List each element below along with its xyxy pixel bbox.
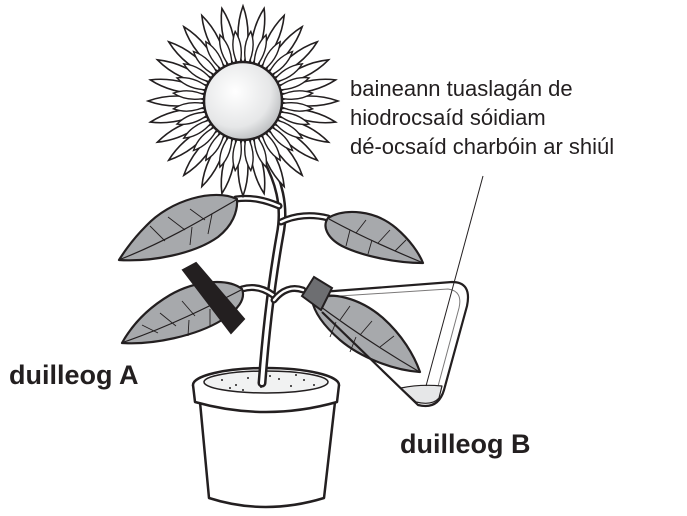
annotation-line-1: baineann tuaslagán de <box>350 74 614 103</box>
flower-centre <box>204 62 282 140</box>
annotation-text: baineann tuaslagán de hiodrocsaíd sóidia… <box>350 74 614 161</box>
leaf-upper-left <box>119 195 237 260</box>
flask-liquid <box>401 385 442 403</box>
stem <box>236 158 328 383</box>
leaf-upper-right <box>326 212 423 263</box>
leaf-b <box>312 296 420 372</box>
pot-body <box>200 402 335 507</box>
label-leaf-a: duilleog A <box>9 360 139 391</box>
sunflower-head <box>148 6 338 196</box>
annotation-line-2: hiodrocsaíd sóidiam <box>350 103 614 132</box>
annotation-line-3: dé-ocsaíd charbóin ar shiúl <box>350 132 614 161</box>
label-leaf-b: duilleog B <box>400 429 531 460</box>
flower-pot <box>193 368 339 507</box>
flask <box>321 176 483 406</box>
